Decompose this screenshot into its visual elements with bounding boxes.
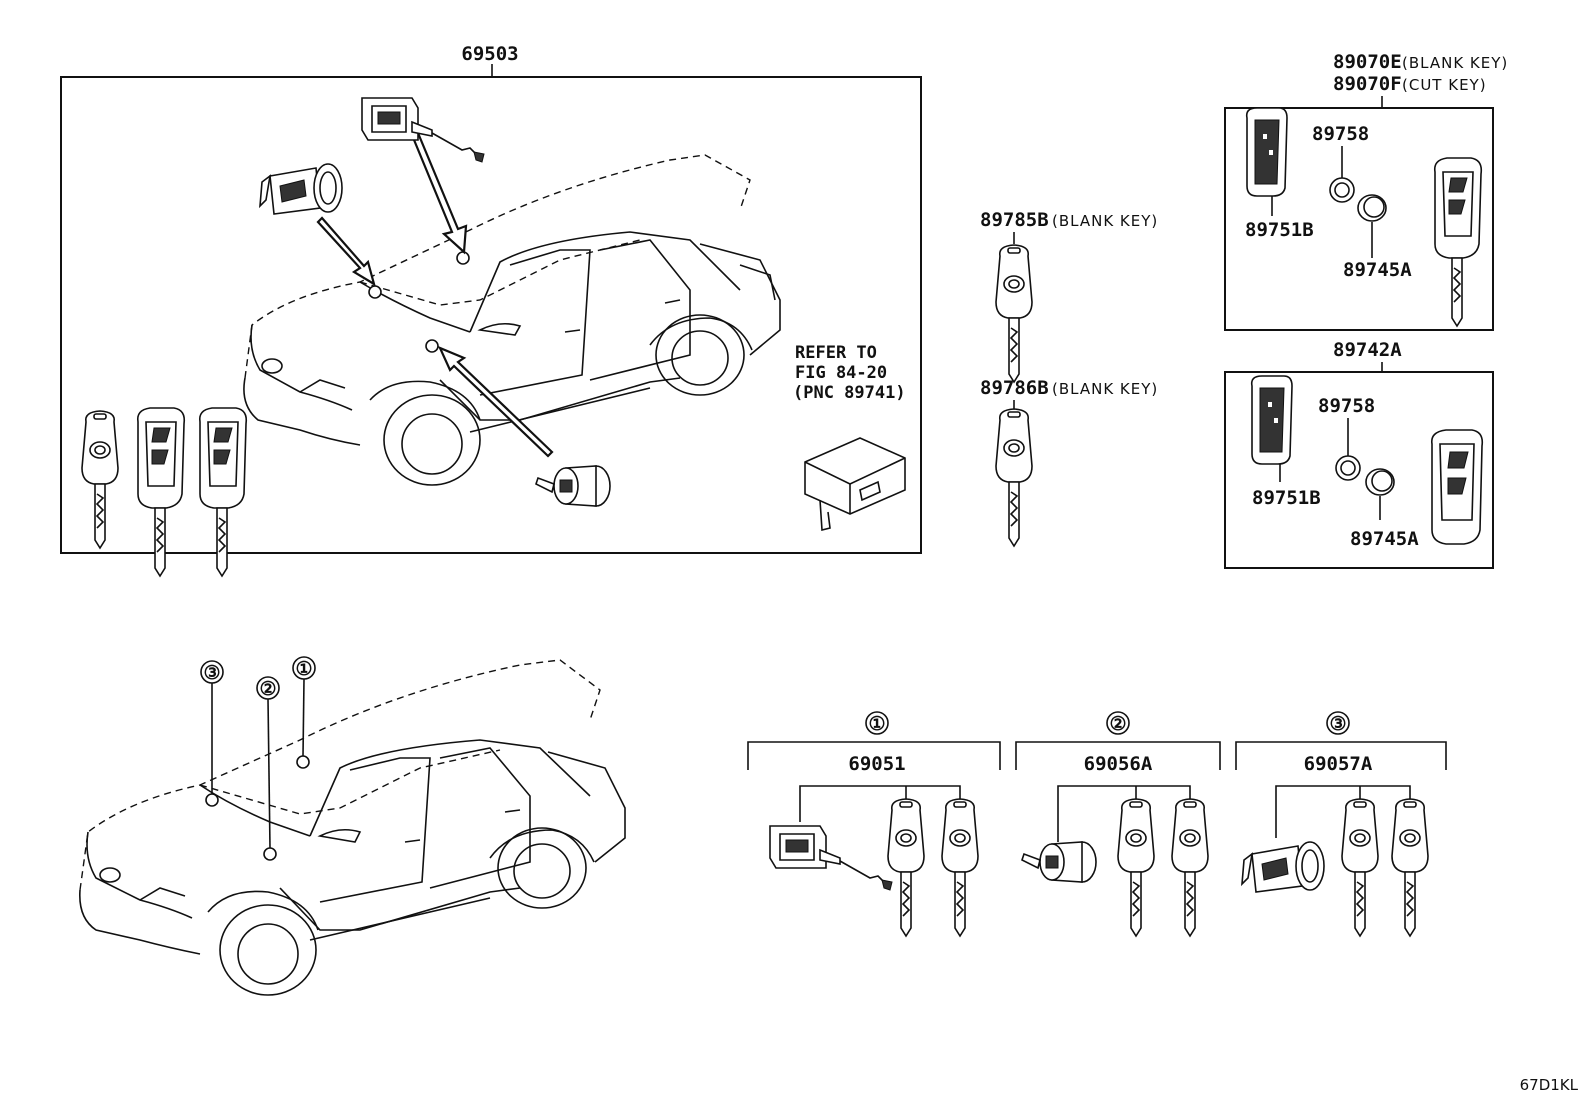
remote-upper-note-2: (CUT KEY) <box>1402 76 1487 94</box>
cylinder-set-1-ignition <box>769 825 893 891</box>
cylinder-set-3-back-cylinder <box>1241 841 1325 893</box>
remote-upper-part-no-1: 89070E <box>1333 51 1402 73</box>
location-marker-2: ② <box>259 678 276 700</box>
remote-upper-oring-no: 89758 <box>1312 123 1369 145</box>
vehicle-outline-top <box>243 154 781 486</box>
remote-lower-oring <box>1335 455 1361 481</box>
cylinder-set-2-marker: ② <box>1109 713 1126 735</box>
cylinder-set-3: ③ 69057A <box>1235 711 1447 937</box>
cylinder-set-1-marker: ① <box>868 713 885 735</box>
cylinder-set-3-key-1 <box>1341 798 1379 937</box>
cylinder-set-1-key-1 <box>887 798 925 937</box>
figure-code: 67D1KL <box>1520 1076 1579 1094</box>
cylinder-set-1-part-no: 69051 <box>848 753 905 775</box>
blank-key-2 <box>995 408 1033 547</box>
remote-lower-pad-no: 89751B <box>1252 487 1321 509</box>
flip-key-top-2 <box>198 407 248 577</box>
blank-key-1-note: (BLANK KEY) <box>1052 212 1158 230</box>
plain-key-top <box>81 410 119 549</box>
remote-upper-pad-no: 89751B <box>1245 219 1314 241</box>
remote-lower-battery <box>1365 468 1395 496</box>
remote-upper-pad <box>1245 107 1288 197</box>
remote-upper-note-1: (BLANK KEY) <box>1402 54 1508 72</box>
vehicle-outline-bottom <box>79 659 626 996</box>
pointer-arrows-top <box>316 131 554 458</box>
blank-key-2-part-no: 89786B <box>980 377 1049 399</box>
transponder-module <box>804 437 906 532</box>
cylinder-set-1-key-2 <box>941 798 979 937</box>
blank-key-1-part-no: 89785B <box>980 209 1049 231</box>
blank-key-1 <box>995 244 1033 383</box>
cylinder-set-3-marker: ③ <box>1329 713 1346 735</box>
door-lock-cylinder-top <box>535 465 611 507</box>
refer-note-line3: (PNC 89741) <box>793 383 906 403</box>
remote-upper-oring <box>1329 177 1355 203</box>
remote-lower-pad <box>1250 375 1293 465</box>
cylinder-set-2-part-no: 69056A <box>1084 753 1153 775</box>
remote-upper-frame <box>1224 107 1494 331</box>
cylinder-set-2-door-cylinder <box>1021 841 1097 883</box>
remote-upper-part-no-2: 89070F <box>1333 73 1402 95</box>
refer-note-line2: FIG 84-20 <box>795 363 887 383</box>
back-door-cylinder-top <box>259 163 343 215</box>
cylinder-set-3-key-2 <box>1391 798 1429 937</box>
remote-lower-case <box>1430 429 1484 545</box>
remote-lower-oring-no: 89758 <box>1318 395 1375 417</box>
remote-upper-flip-key <box>1433 157 1483 327</box>
blank-key-2-note: (BLANK KEY) <box>1052 380 1158 398</box>
remote-lower-part-no: 89742A <box>1333 339 1402 361</box>
cylinder-set-1: ① 69051 <box>747 711 1001 937</box>
refer-note-line1: REFER TO <box>795 343 877 363</box>
main-assembly-frame <box>60 76 922 554</box>
remote-upper-battery-no: 89745A <box>1343 259 1412 281</box>
location-marker-3: ③ <box>203 662 220 684</box>
location-markers: ③ ② ① <box>200 656 316 849</box>
remote-upper-battery <box>1357 194 1387 222</box>
remote-lower-frame <box>1224 371 1494 569</box>
cylinder-set-2: ② 69056A <box>1015 711 1221 937</box>
cylinder-set-2-key-1 <box>1117 798 1155 937</box>
cylinder-set-3-part-no: 69057A <box>1304 753 1373 775</box>
remote-lower-battery-no: 89745A <box>1350 528 1419 550</box>
flip-key-top-1 <box>136 407 186 577</box>
main-assembly-part-no: 69503 <box>461 43 518 65</box>
cylinder-set-2-key-2 <box>1171 798 1209 937</box>
location-marker-1: ① <box>295 658 312 680</box>
